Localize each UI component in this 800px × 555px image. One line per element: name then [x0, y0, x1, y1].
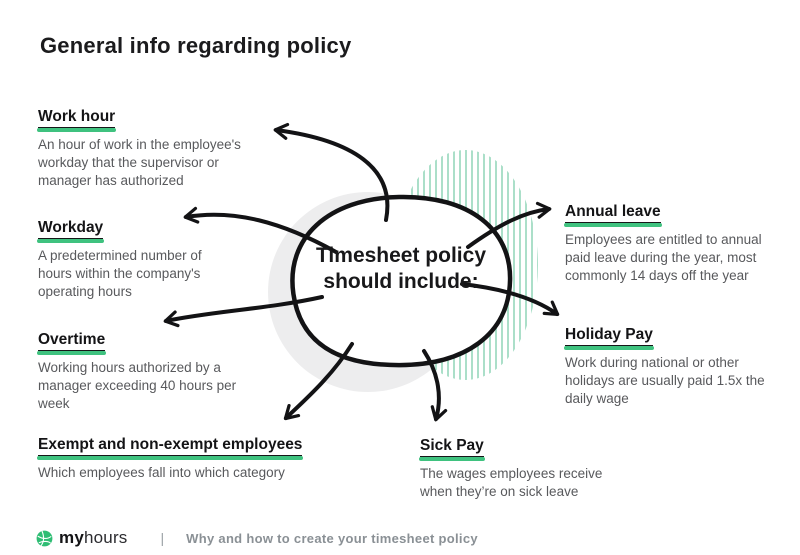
item-exempt-employees-title: Exempt and non-exempt employees — [36, 436, 304, 460]
brand-my: my — [59, 528, 84, 547]
item-holiday-pay: Holiday Pay Work during national or othe… — [564, 326, 767, 407]
item-workday-title: Workday — [36, 219, 105, 243]
item-work-hour: Work hour An hour of work in the employe… — [36, 108, 270, 189]
item-overtime-title: Overtime — [36, 331, 107, 355]
item-holiday-pay-body: Work during national or other holidays a… — [565, 355, 765, 406]
footer-tagline: Why and how to create your timesheet pol… — [186, 530, 478, 546]
item-overtime-body: Working hours authorized by a manager ex… — [38, 360, 237, 411]
item-workday-body: A predetermined number of hours within t… — [38, 248, 202, 299]
item-work-hour-body: An hour of work in the employee's workda… — [38, 137, 241, 188]
item-overtime: Overtime Working hours authorized by a m… — [36, 331, 240, 412]
item-holiday-pay-title: Holiday Pay — [564, 326, 654, 350]
center-bubble-label: Timesheet policy should include: — [315, 244, 486, 294]
item-sick-pay-title: Sick Pay — [419, 437, 485, 461]
item-annual-leave-title: Annual leave — [564, 203, 662, 227]
item-sick-pay: Sick Pay The wages employees receive whe… — [419, 437, 612, 501]
brand-wordmark: myhours — [59, 528, 128, 548]
item-work-hour-title: Work hour — [36, 108, 117, 132]
item-exempt-employees: Exempt and non-exempt employees Which em… — [36, 436, 358, 482]
footer-separator: | — [160, 530, 165, 546]
item-sick-pay-body: The wages employees receive when they’re… — [420, 466, 603, 499]
myhours-logo-icon — [36, 530, 53, 546]
item-workday: Workday A predetermined number of hours … — [36, 219, 226, 300]
item-annual-leave: Annual leave Employees are entitled to a… — [564, 203, 781, 284]
page-title: General info regarding policy — [40, 33, 352, 58]
brand-hours: hours — [83, 528, 128, 547]
item-annual-leave-body: Employees are entitled to annual paid le… — [565, 232, 762, 283]
footer: myhours | Why and how to create your tim… — [36, 528, 478, 548]
item-exempt-employees-body: Which employees fall into which category — [38, 465, 285, 480]
